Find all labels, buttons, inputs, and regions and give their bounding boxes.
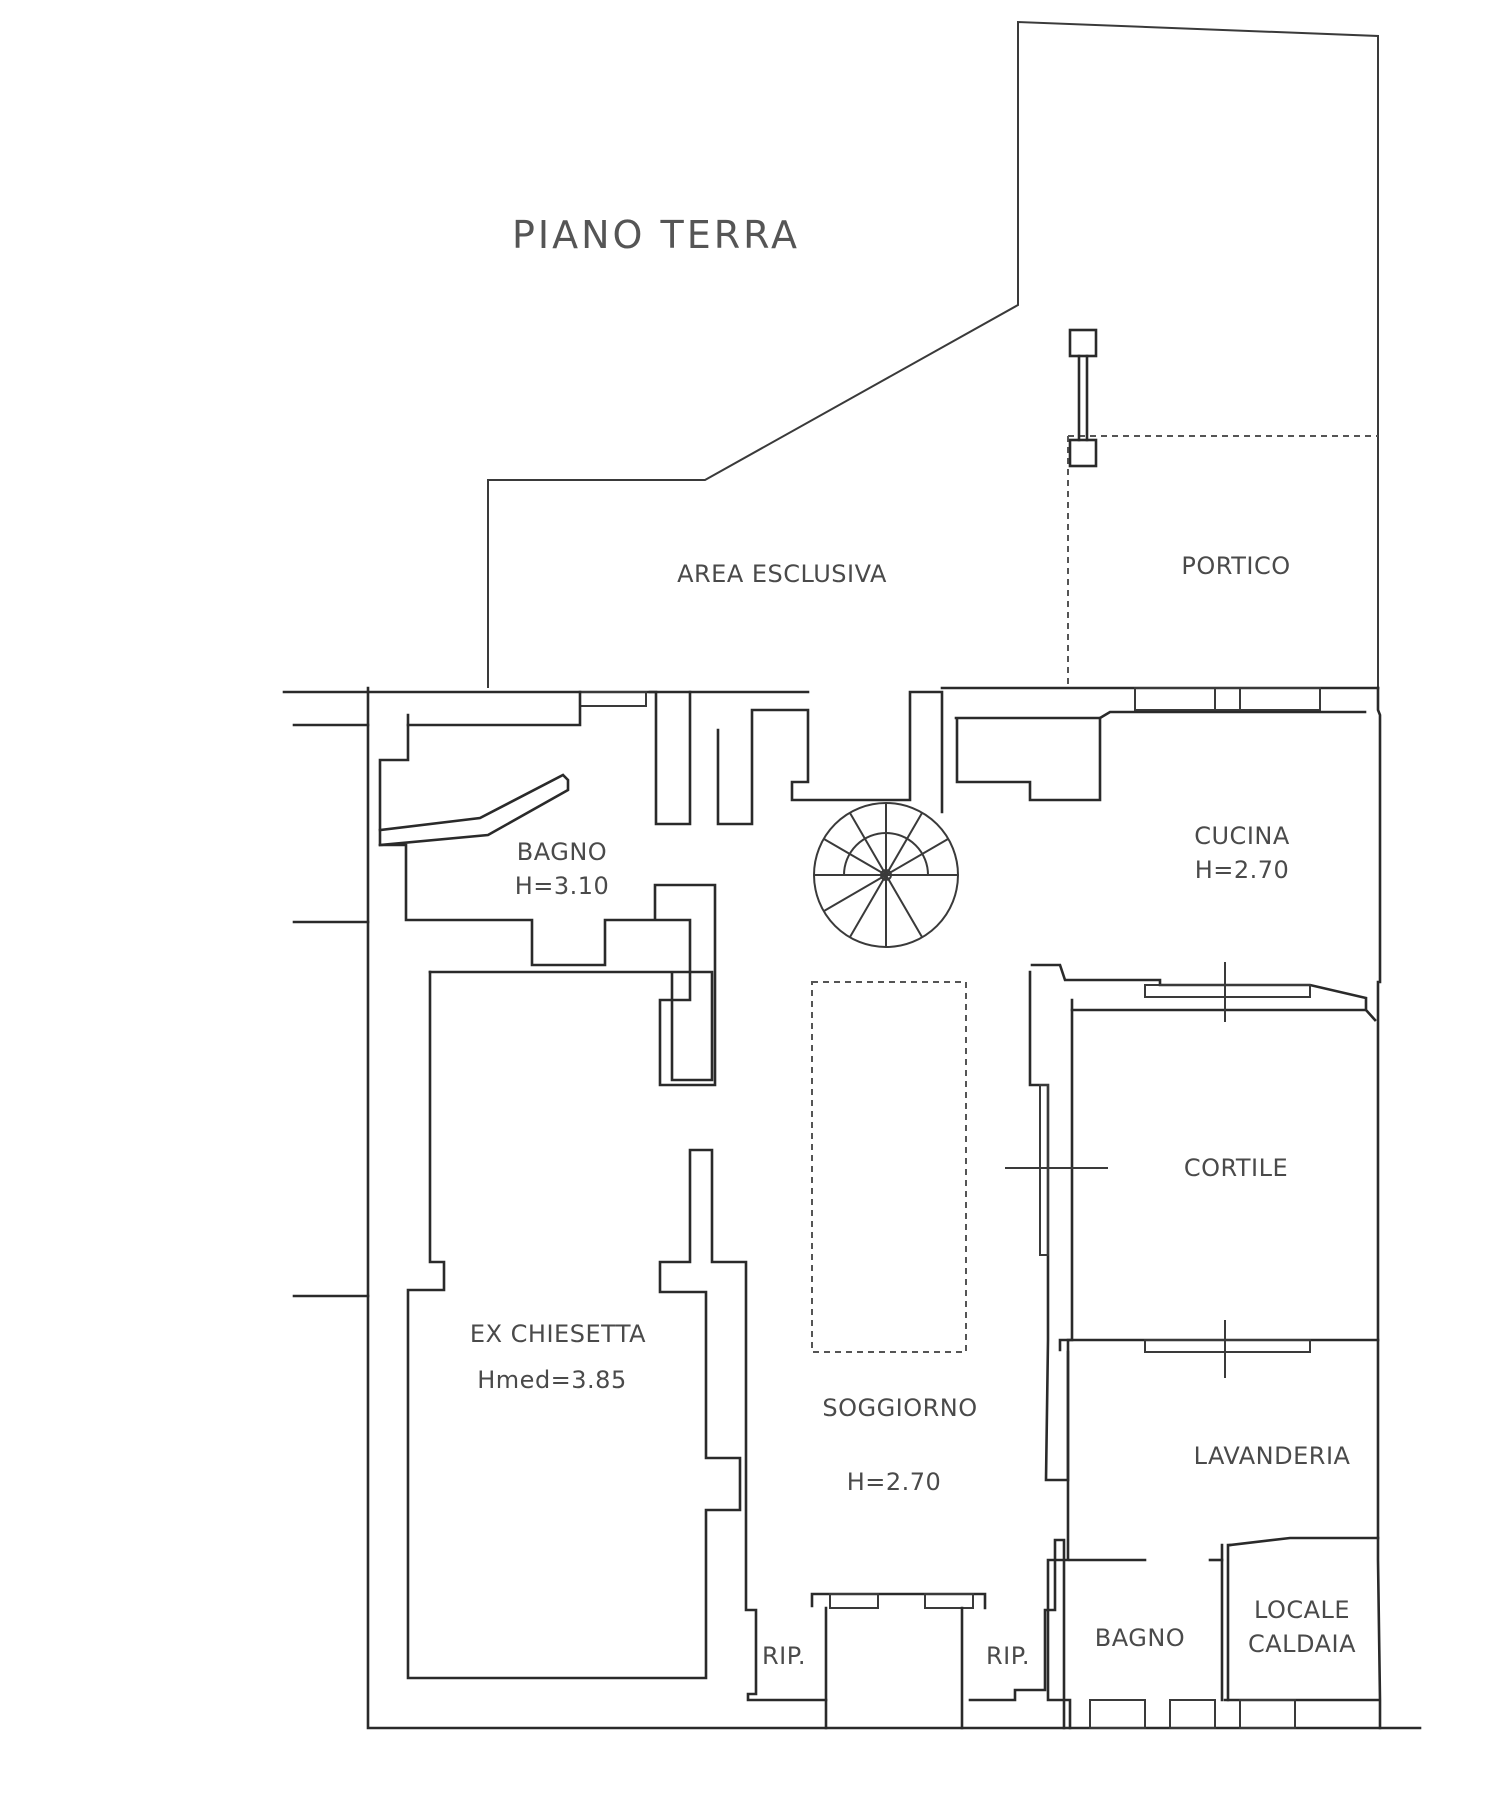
- label-ex-chiesetta-height: Hmed=3.85: [477, 1366, 626, 1394]
- label-portico: PORTICO: [1181, 552, 1290, 580]
- entry-walls: [810, 1538, 1066, 1730]
- label-caldaia: CALDAIA: [1248, 1630, 1356, 1658]
- dining-table: [811, 981, 967, 1353]
- label-rip-left: RIP.: [762, 1642, 806, 1670]
- label-bagno-bottom: BAGNO: [1095, 1624, 1185, 1652]
- label-rip-right: RIP.: [986, 1642, 1030, 1670]
- bagno-top-walls: [378, 690, 717, 1087]
- plan-title: PIANO TERRA: [512, 213, 800, 257]
- label-bagno-top: BAGNO: [517, 838, 607, 866]
- ex-chiesetta-walls: [406, 970, 828, 1730]
- label-area-esclusiva: AREA ESCLUSIVA: [677, 560, 887, 588]
- label-lavanderia: LAVANDERIA: [1194, 1442, 1351, 1470]
- label-soggiorno: SOGGIORNO: [822, 1394, 977, 1422]
- label-ex-chiesetta: EX CHIESETTA: [470, 1320, 646, 1348]
- spiral-staircase: [813, 802, 959, 948]
- label-locale: LOCALE: [1254, 1596, 1350, 1624]
- label-soggiorno-height: H=2.70: [847, 1468, 942, 1496]
- label-cucina-height: H=2.70: [1195, 856, 1290, 884]
- exclusive-area-boundary: [487, 20, 1379, 688]
- label-bagno-top-height: H=3.10: [515, 872, 610, 900]
- center-walls: [716, 690, 1367, 826]
- right-walls: [1005, 962, 1380, 1730]
- label-cortile: CORTILE: [1184, 1154, 1288, 1182]
- label-cucina: CUCINA: [1194, 822, 1290, 850]
- portico-pillar: [1068, 328, 1098, 468]
